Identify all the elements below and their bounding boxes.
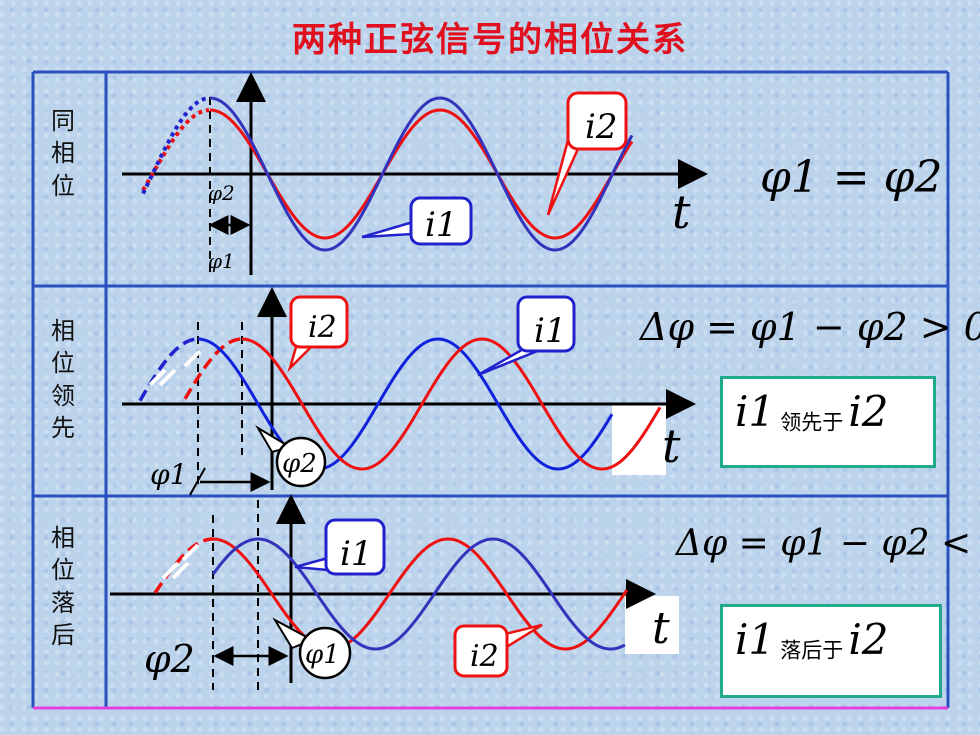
row2-i2-callout [289,295,349,349]
row1-phi2: φ2 [208,181,235,205]
row3-t-label: t [652,603,670,654]
row1-axes [122,72,708,275]
row2-i1-wave [197,337,614,471]
row3-phi1-bubble [298,626,352,680]
row2-stmt-text: 领先于 [780,410,844,435]
row2-phi2-bubble [275,436,327,488]
row3-i2-callout [453,624,509,678]
row2-axes [122,287,696,496]
row3-i1-wave [211,537,626,651]
row2-phi1: φ1 [150,458,187,491]
row1-label: 同相位 [51,107,75,200]
row1-i1-callout [409,196,473,246]
row3-axes [110,494,656,690]
row1-phi1: φ1 [208,249,235,273]
row1-i2-label: i2 [585,107,618,147]
row2-i1-label: i1 [534,311,567,351]
row2-i2-wave [241,337,662,471]
row3-i2-wave [212,537,629,651]
row3-i2-dashed [153,537,214,594]
row2-t-label: t [662,419,681,473]
row1-i1-dashed [141,96,210,195]
row2-label: 相位领先 [51,317,75,443]
row2-stmt-i2: i2 [848,387,889,436]
row3-i2-label: i2 [470,639,499,674]
row3-stmt-i2: i2 [848,615,889,664]
row3-phi1: φ1 [305,640,340,670]
row3-i1-label: i1 [340,534,373,574]
row2-i2-label: i2 [308,310,337,345]
row3-stmt-text: 落后于 [780,638,844,663]
row2-phi2: φ2 [282,449,317,479]
row1-i2-dashed [141,108,210,192]
row3-i1-callout [324,518,386,576]
row3-break-marks [161,543,200,580]
row1-i2-wave [209,108,634,240]
row3-statement-box: i1 落后于 i2 [720,604,942,698]
row2-statement-box: i1 领先于 i2 [720,376,936,468]
page-title: 两种正弦信号的相位关系 [292,20,688,60]
row1-i1-label: i1 [425,205,458,245]
row1-t-label: t [672,185,691,239]
row3-phi2: φ2 [144,637,195,681]
row2-stmt-i1: i1 [735,387,776,436]
table-frame [31,70,950,708]
row2-i1-callout [516,295,576,353]
row2-break-marks [148,349,202,387]
row1-i1-wave [209,96,634,252]
row2-i2-dashed [183,337,242,400]
row3-formula: Δφ = φ1 − φ2 < 0 [674,523,980,564]
row2-formula: Δφ = φ1 − φ2 > 0 [638,305,980,349]
row3-stmt-i1: i1 [735,615,776,664]
row3-label: 相位落后 [51,524,75,650]
row1-i2-callout [566,91,628,151]
row1-formula: φ1 = φ2 [760,152,942,203]
